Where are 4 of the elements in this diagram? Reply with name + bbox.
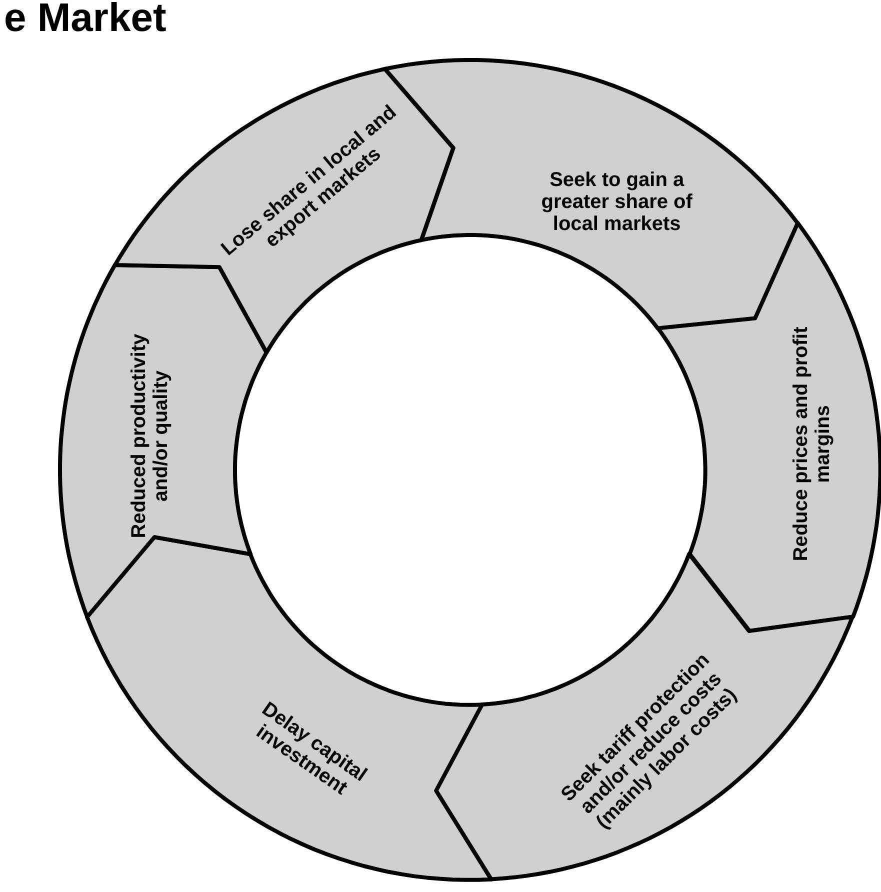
title: e Market [4,0,166,41]
segment-label: Seek to gain a greater share of local markets [540,168,694,235]
segment-label: Reduce prices and profit margins [790,326,834,564]
segment-label: Reduced productivity and/or quality [128,332,172,540]
